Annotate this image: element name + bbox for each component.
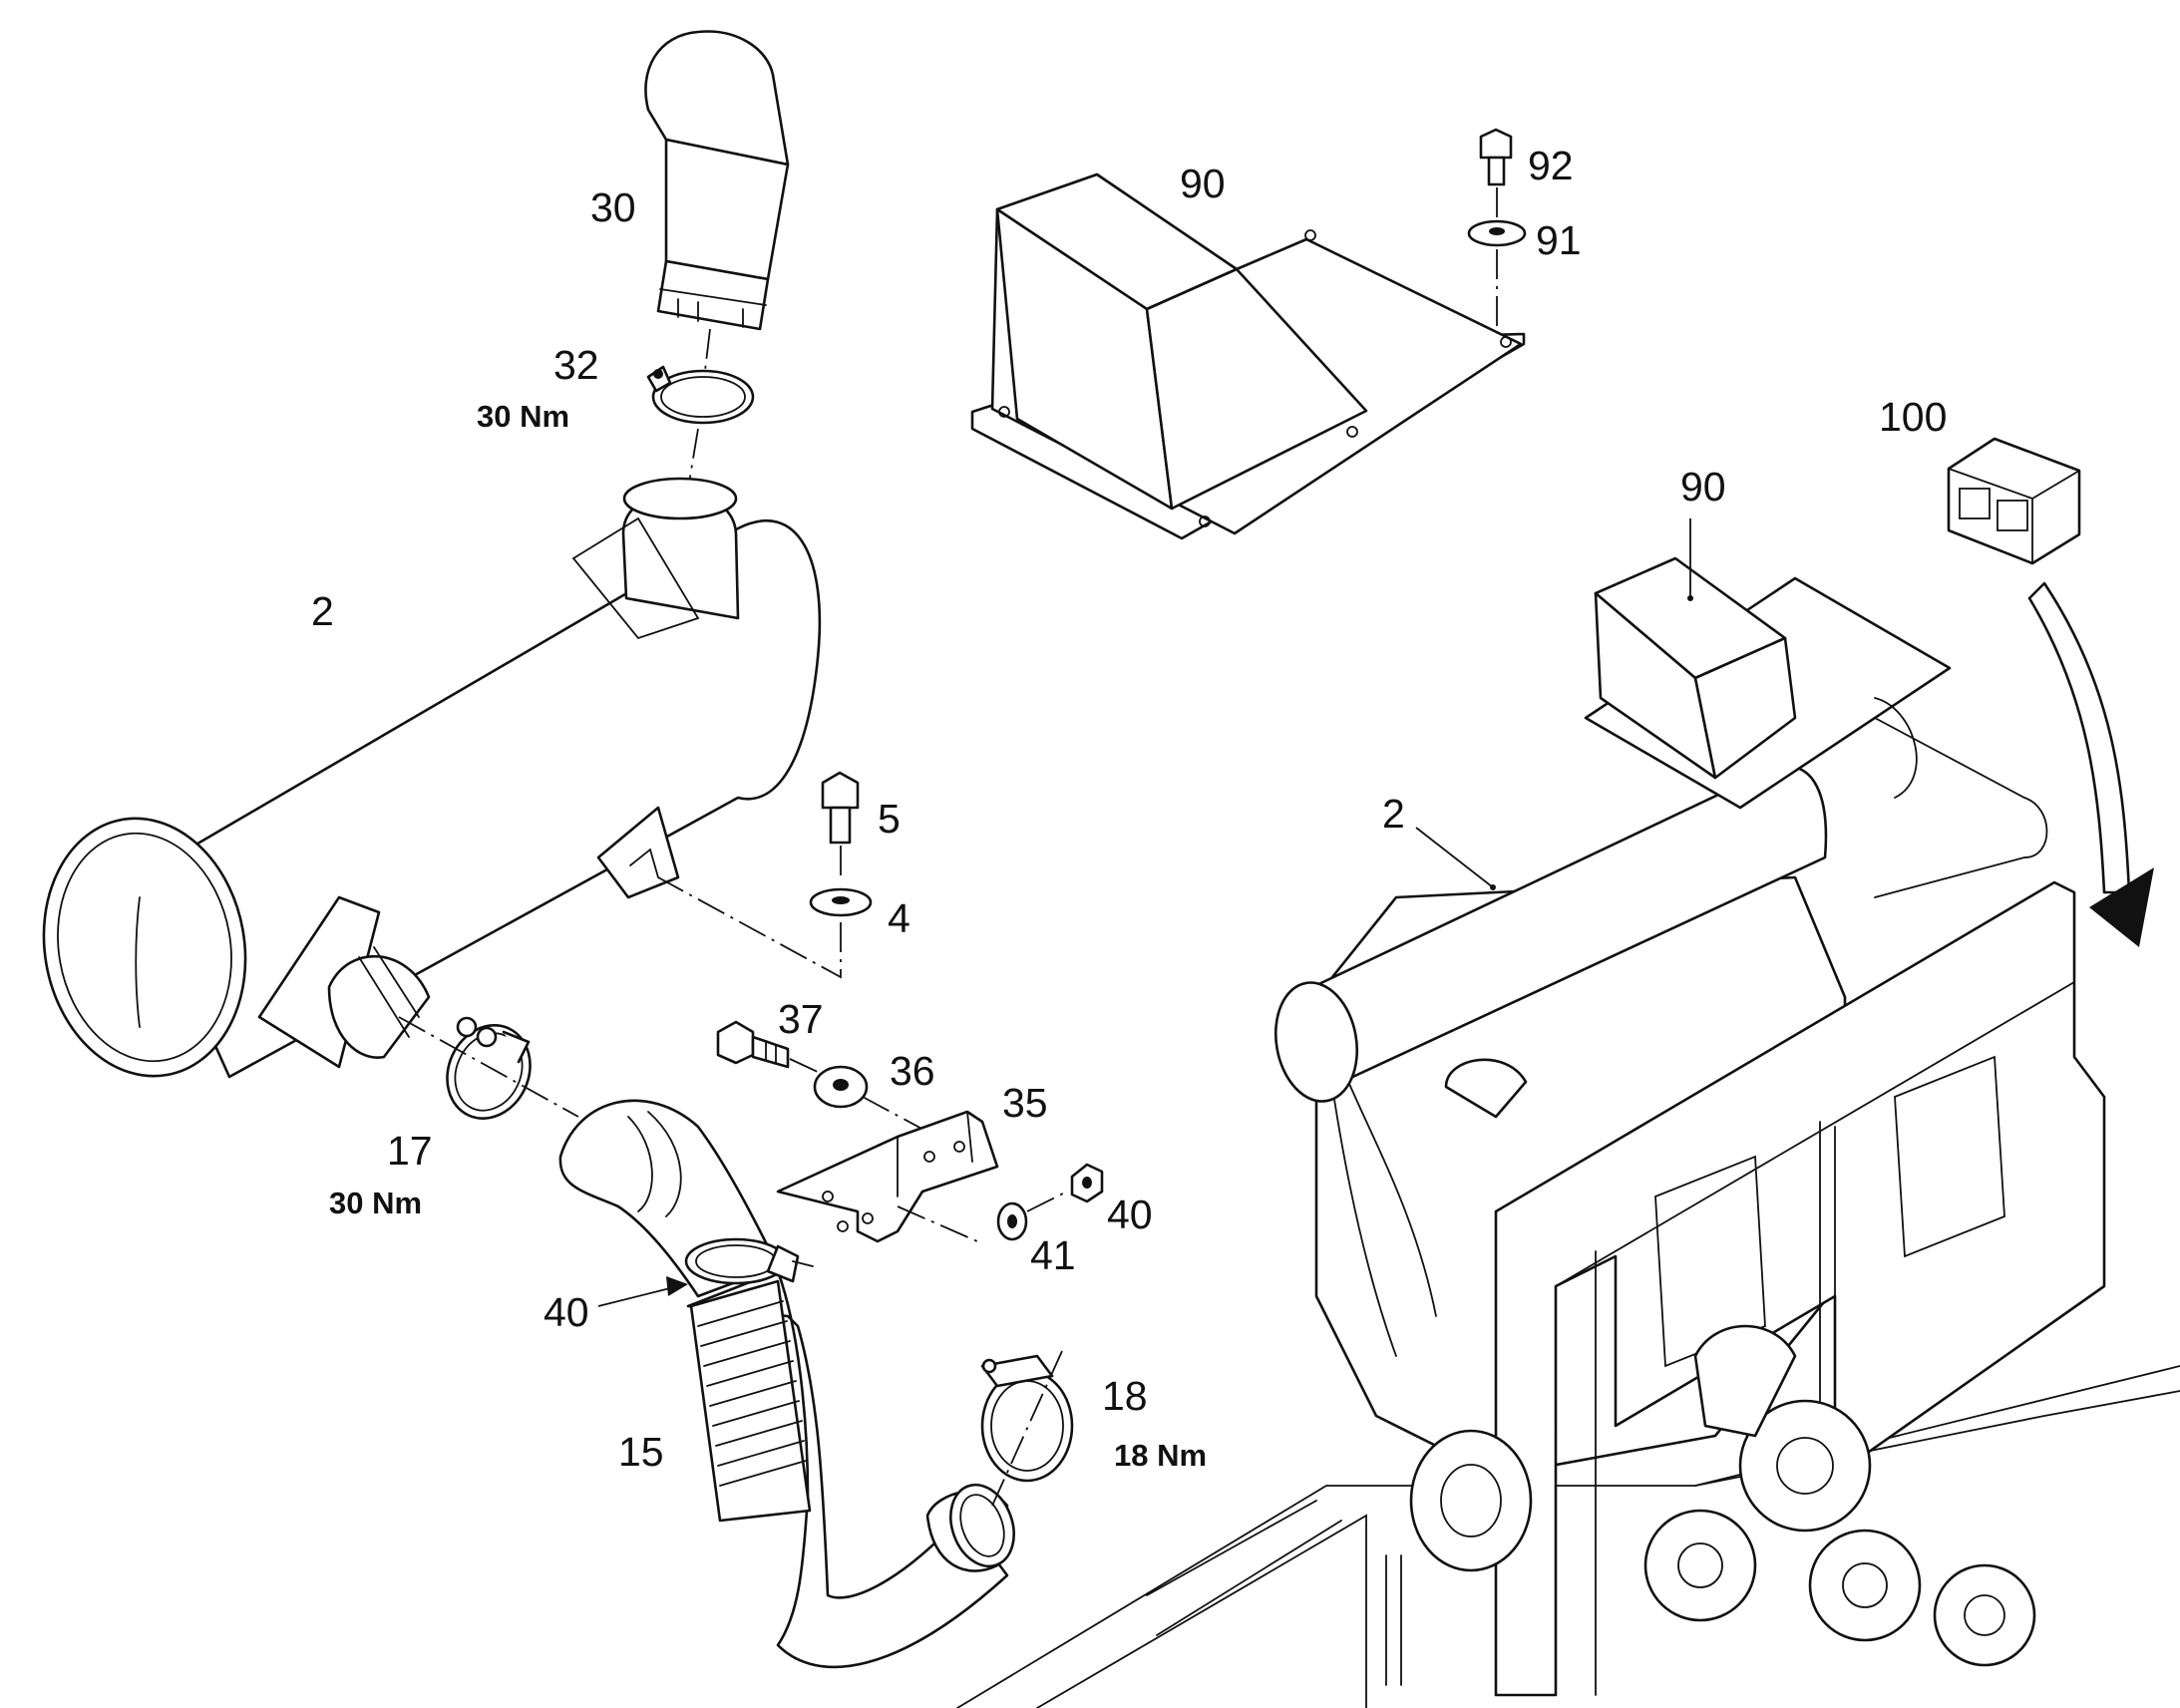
callout-2-right: 2 [1382, 791, 1405, 837]
bolt-part-5 [821, 771, 860, 845]
washer-part-91 [1467, 219, 1527, 247]
heat-shield-part [970, 172, 1526, 540]
muffler-part [42, 477, 822, 1079]
callout-37: 37 [778, 996, 824, 1042]
callout-90-right: 90 [1680, 464, 1726, 510]
clamp-part-17 [446, 1016, 532, 1120]
leader-40-clamp [597, 1285, 679, 1307]
callout-4: 4 [888, 895, 910, 941]
nut-part-40 [1070, 1163, 1104, 1203]
callout-100: 100 [1879, 394, 1947, 440]
bolt-part-92 [1479, 128, 1513, 186]
callout-30: 30 [590, 184, 636, 230]
callout-92: 92 [1528, 143, 1574, 188]
callout-40-nut: 40 [1107, 1192, 1153, 1237]
callout-40-clamp: 40 [544, 1289, 589, 1335]
bolt-part-37 [716, 1020, 790, 1069]
callout-2-left: 2 [311, 588, 334, 634]
torque-17: 30 Nm [329, 1186, 422, 1220]
callout-91: 91 [1536, 217, 1582, 263]
callout-35: 35 [1002, 1080, 1048, 1126]
torque-18: 18 Nm [1114, 1438, 1207, 1473]
exhaust-elbow-part [644, 30, 790, 331]
callout-5: 5 [878, 796, 901, 842]
callout-18: 18 [1102, 1373, 1148, 1419]
washer-part-41 [996, 1201, 1028, 1241]
torque-32: 30 Nm [477, 399, 569, 434]
callout-32: 32 [553, 342, 599, 388]
washer-part-36 [813, 1065, 869, 1109]
flex-hose-part [558, 1099, 1015, 1669]
callout-90-top: 90 [1180, 161, 1226, 206]
assembled-machine-view [956, 556, 2180, 1708]
clamp-part-40-upper [684, 1237, 814, 1285]
leader-2-right [1415, 827, 1494, 888]
kit-part-100 [1947, 437, 2081, 565]
washer-part-4 [809, 887, 873, 917]
clamp-part-32 [646, 365, 755, 425]
bracket-part-35 [776, 1110, 999, 1243]
clamp-part-18 [980, 1354, 1074, 1483]
callout-15: 15 [618, 1429, 664, 1475]
callout-17: 17 [387, 1128, 433, 1174]
callout-36: 36 [890, 1048, 935, 1094]
callout-41: 41 [1030, 1232, 1076, 1278]
